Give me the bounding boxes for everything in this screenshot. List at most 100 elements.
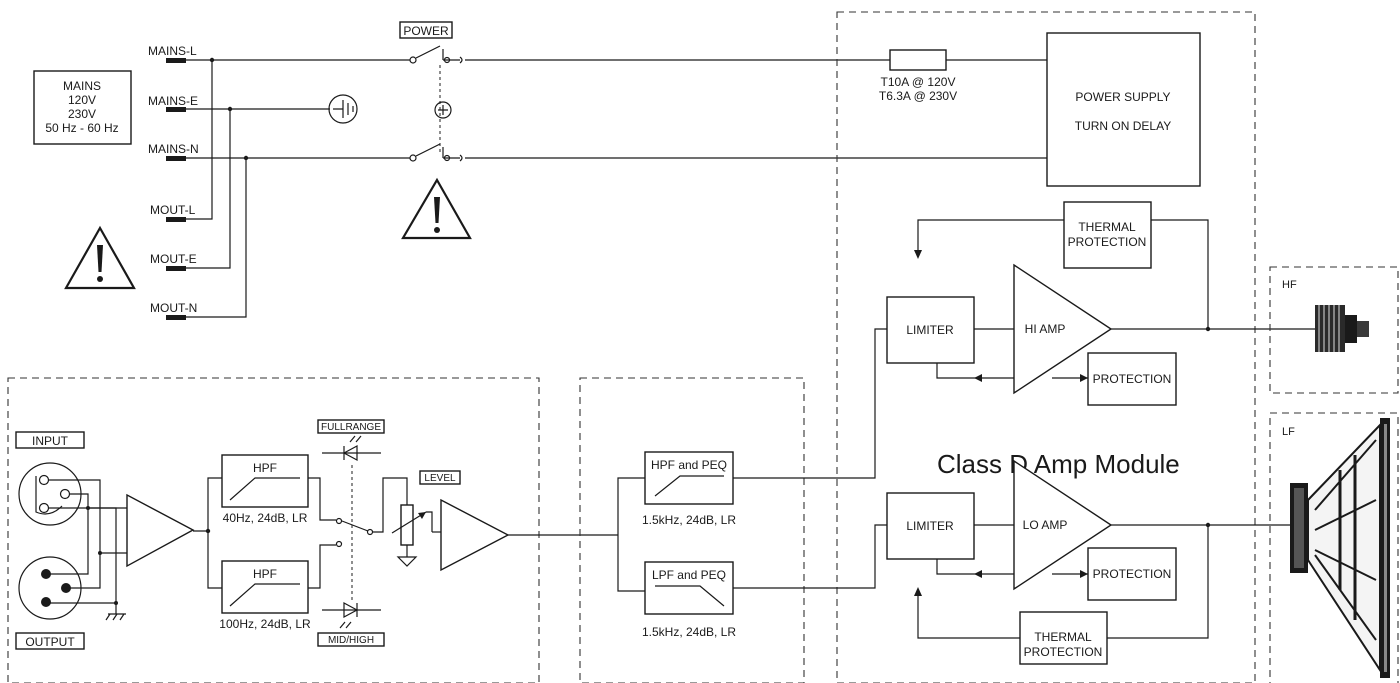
hpf-40hz-spec: 40Hz, 24dB, LR [223,511,308,525]
mains-box-line-2: 120V [68,93,96,107]
lf-label: LF [1282,426,1295,438]
to-crossover-wires [508,477,645,592]
power-switch: POWER [399,21,472,240]
hf-driver-icon [1315,305,1369,352]
mains-box-line-4: 50 Hz - 60 Hz [45,121,118,135]
lo-amp-label: LO AMP [1023,518,1068,532]
terminal-mout-l: MOUT-L [150,203,196,217]
mains-wires [186,59,410,159]
pin-mout-n [166,315,186,320]
hpf-100hz-curve-icon [229,583,300,607]
level-amp [440,498,510,572]
pin-mains-e [166,107,186,112]
lpf-peq [644,561,734,615]
hf-label: HF [1282,279,1297,291]
input-buffer-amp [126,493,195,568]
limiter-hi [886,296,975,364]
terminal-mains-e: MAINS-E [148,94,198,108]
mout-wires [186,60,247,318]
thermal-lo-sense-wire [1107,525,1209,639]
fullrange-label-box [317,419,385,434]
hpf-split-wires [193,477,222,589]
hpf-40hz-curve-icon [229,477,300,501]
fullrange-label: FULLRANGE [321,422,381,433]
lf-frame [1269,412,1399,683]
limiter-lo [886,492,975,560]
hpf-40hz [221,454,309,508]
turn-on-delay-label: TURN ON DELAY [1075,119,1171,133]
psu-feed-wires [465,59,1047,159]
mains-box [33,70,132,145]
mains-box-line-1: MAINS [63,79,101,93]
hpf-peq-curve-icon [654,475,724,497]
terminal-mout-n: MOUT-N [150,301,197,315]
pin-mout-l [166,217,186,222]
power-supply-label: POWER SUPPLY [1075,90,1170,104]
thermal-protection-hi-label-1: THERMAL [1078,220,1136,234]
thermal-protection-lo-label-2: PROTECTION [1024,645,1103,659]
hi-amp-label: HI AMP [1025,322,1066,336]
input-section: INPUT OUTPUT HPF 40Hz, 24dB, LR [15,419,645,650]
thermal-protection-lo-label-1: THERMAL [1034,630,1092,644]
hpf-40hz-label: HPF [253,461,277,475]
thermal-hi-feedback-wire [917,219,1064,255]
selector-wires [308,477,336,589]
lo-protection-wires [936,559,1088,575]
lf-driver: LF [1269,412,1399,683]
midhigh-label: MID/HIGH [328,635,374,646]
module-title: Class D Amp Module [937,449,1180,479]
hf-frame [1269,266,1399,394]
warning-icon [64,225,136,290]
fullrange-led-icon [322,435,381,462]
lo-channel: LIMITER LO AMP PROTECTION THERMAL PROTEC… [886,459,1290,665]
terminal-mout-e: MOUT-E [150,252,197,266]
hpf-peq-spec: 1.5kHz, 24dB, LR [642,513,736,527]
chassis-ground-icon [105,603,126,621]
xlr-to-preamp-wires [88,507,127,554]
hi-amp [1013,263,1113,395]
hpf-100hz [221,560,309,614]
lpf-to-limiter-wire [733,524,887,589]
lo-amp [1013,459,1113,591]
level-label: LEVEL [424,473,456,484]
midhigh-label-box [317,632,385,647]
hpf-peq [644,451,734,505]
protection-lo [1087,547,1177,601]
earth-ground-icon [328,94,358,124]
thermal-hi-sense-wire [1151,219,1209,329]
terminal-mains-n: MAINS-N [148,142,199,156]
power-supply-block: POWER SUPPLY TURN ON DELAY [1046,32,1201,187]
pin-mout-e [166,266,186,271]
fuse: T10A @ 120V T6.3A @ 230V [879,49,957,103]
output-label-box [15,632,85,650]
hi-channel: THERMAL PROTECTION LIMITER HI AMP PROTEC… [886,201,1315,406]
lpf-peq-label: LPF and PEQ [652,568,726,582]
protection-hi-label: PROTECTION [1093,372,1172,386]
mains-box-line-3: 230V [68,107,96,121]
selector-switch [341,477,408,533]
input-label: INPUT [32,434,69,448]
thermal-protection-lo [1019,611,1108,665]
midhigh-led-icon [322,601,381,629]
hi-protection-wires [936,363,1088,379]
warning-icon-power [401,177,472,240]
hpf-peq-label: HPF and PEQ [651,458,727,472]
class-d-module-frame [836,11,1256,683]
thermal-lo-feedback-wire [917,594,1020,639]
pin-mains-n [166,156,186,161]
limiter-lo-label: LIMITER [906,519,954,533]
input-section-frame [7,377,540,683]
level-label-box [419,470,461,485]
power-label-box [399,21,453,39]
hf-driver: HF [1269,266,1399,394]
fuse-icon [889,49,947,71]
limiter-hi-label: LIMITER [906,323,954,337]
mains-section: MAINS 120V 230V 50 Hz - 60 Hz MAINS-L MA… [33,44,410,320]
protection-hi [1087,352,1177,406]
protection-lo-label: PROTECTION [1093,567,1172,581]
lpf-peq-spec: 1.5kHz, 24dB, LR [642,625,736,639]
output-label: OUTPUT [25,635,75,649]
hpf-to-limiter-wire [733,328,887,479]
level-potentiometer-icon [391,504,433,567]
crossover-section-frame [579,377,805,683]
